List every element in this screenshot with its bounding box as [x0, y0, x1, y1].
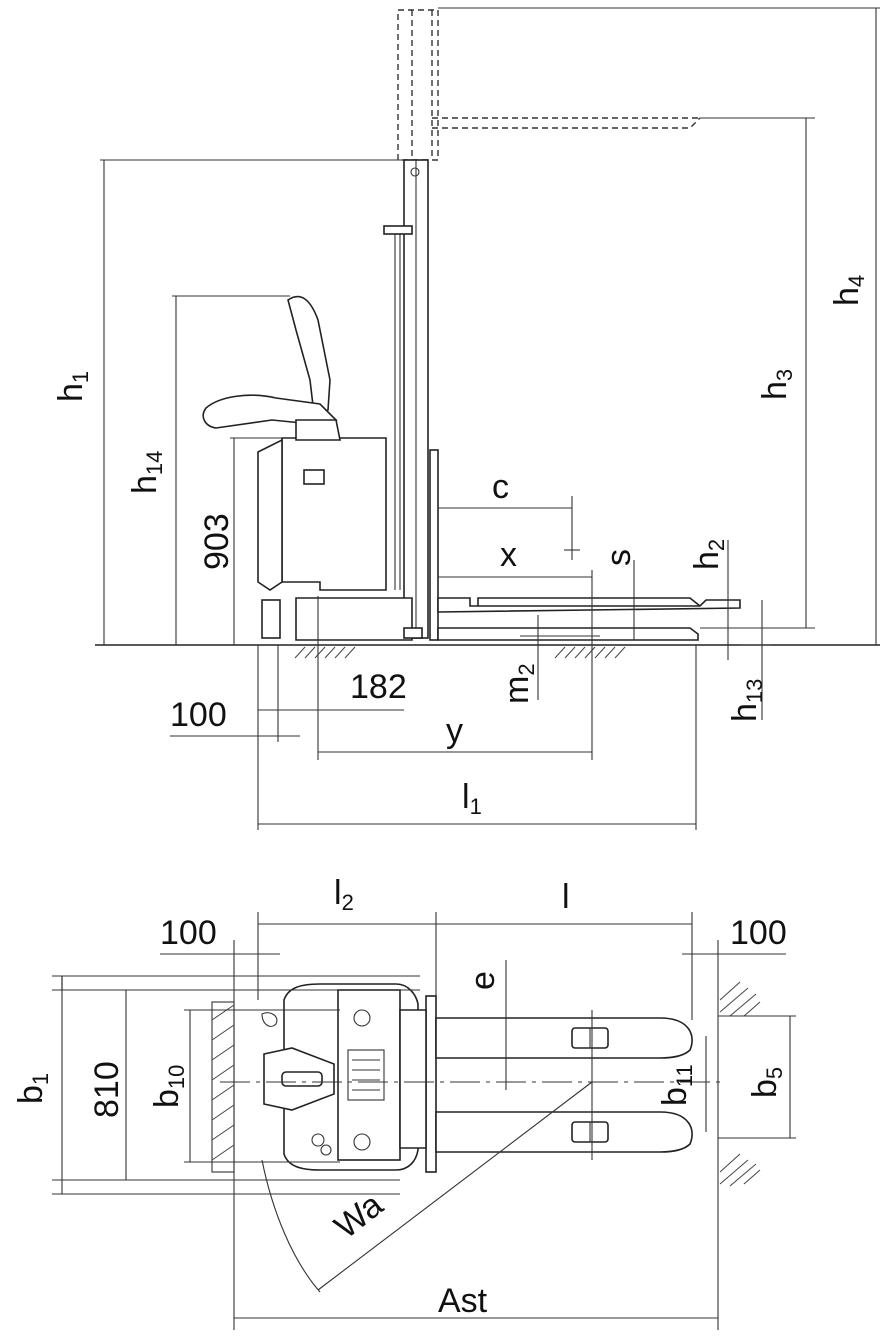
labels: h1 h14 903 h4 h3 c x s h2 m2 h13 182 100…	[12, 275, 869, 1320]
label-e: e	[464, 971, 502, 990]
label-b1: b1	[12, 1073, 53, 1104]
front-wheel	[403, 627, 423, 639]
label-h14: h14	[126, 451, 167, 494]
chassis-base	[295, 597, 413, 641]
operator-step	[257, 438, 283, 591]
label-h3: h3	[756, 369, 797, 400]
label-b10: b10	[148, 1065, 189, 1108]
fork-carriage	[429, 449, 439, 641]
label-m2: m2	[498, 663, 539, 704]
label-l2: l2	[334, 874, 354, 915]
lift-cylinder-head	[383, 225, 413, 235]
label-Ast: Ast	[438, 1282, 488, 1320]
tiller-arm-up	[287, 295, 331, 416]
label-h1: h1	[52, 371, 93, 402]
label-s: s	[600, 549, 638, 566]
label-b11: b11	[656, 1064, 697, 1106]
rear-wheel-block	[261, 599, 281, 639]
brand-badge	[303, 469, 325, 485]
label-100-top-left: 100	[160, 914, 217, 952]
fork-top-upper	[435, 1017, 693, 1059]
turning-arc	[261, 1159, 321, 1293]
label-c: c	[492, 468, 509, 506]
label-x: x	[500, 536, 517, 574]
dim-line-Wa	[317, 1081, 593, 1291]
label-h2: h2	[688, 539, 729, 570]
mast-pulley	[410, 167, 420, 177]
label-Wa: Wa	[328, 1186, 391, 1247]
fork-top-lower	[435, 1111, 693, 1153]
label-903: 903	[198, 513, 236, 570]
battery-cover	[337, 989, 401, 1161]
wall-hatch-right	[719, 981, 761, 1187]
drive-body	[281, 437, 387, 591]
label-l: l	[562, 878, 570, 916]
label-b5: b5	[746, 1067, 787, 1098]
label-100-top-right: 100	[730, 914, 787, 952]
ground-hatch-right	[554, 646, 626, 659]
top-view	[52, 912, 796, 1330]
label-l1: l1	[462, 778, 482, 819]
label-100-side: 100	[170, 696, 227, 734]
fork	[437, 597, 741, 613]
carriage-top	[425, 995, 437, 1173]
fork-base	[437, 627, 699, 641]
label-810: 810	[88, 1061, 126, 1118]
side-view	[95, 7, 880, 830]
label-h13: h13	[726, 679, 767, 722]
label-h4: h4	[828, 275, 869, 306]
label-182: 182	[350, 668, 407, 706]
ground-hatch-left	[294, 646, 356, 659]
control-panel	[347, 1049, 385, 1101]
tiller-pivot	[295, 419, 341, 441]
label-y: y	[446, 712, 463, 750]
wall-hatch-left	[211, 1001, 235, 1173]
